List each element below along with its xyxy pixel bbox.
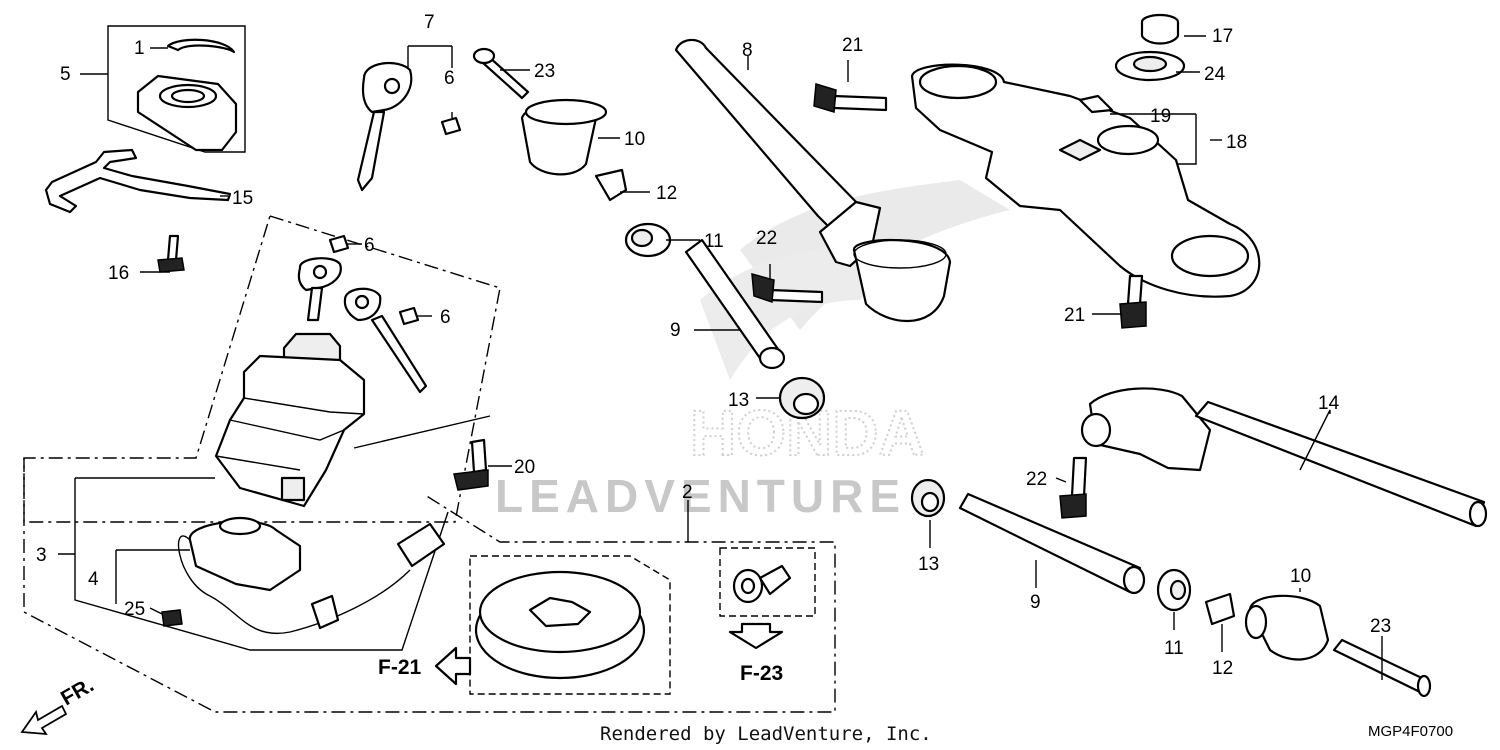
reference-f23: F-23 — [740, 662, 783, 685]
callout-23a: 23 — [534, 61, 555, 82]
part-7-key — [356, 62, 413, 192]
front-label: FR. — [57, 673, 98, 710]
callouts: 1 5 15 16 7 6 6 6 23 10 12 11 8 22 9 13 … — [36, 12, 1391, 679]
callout-21a: 21 — [842, 35, 863, 56]
callout-25: 25 — [124, 599, 145, 620]
callout-12a: 12 — [656, 183, 677, 204]
part-9-pipe-bottom — [958, 492, 1146, 595]
part-20-bolt — [453, 438, 489, 491]
part-5-lock-housing — [136, 74, 238, 152]
callout-6a: 6 — [444, 68, 455, 89]
callout-9b: 9 — [1030, 592, 1041, 613]
callout-3: 3 — [36, 545, 47, 566]
part-9-pipe-top — [684, 238, 786, 370]
callout-6c: 6 — [440, 307, 451, 328]
part-21-bolt-lower — [1119, 274, 1147, 329]
group-bracket-5 — [107, 25, 246, 153]
callout-22b: 22 — [1026, 469, 1047, 490]
part-8-handlebar-left — [674, 38, 952, 323]
callout-21b: 21 — [1064, 305, 1085, 326]
part-12-clip-top — [594, 168, 628, 202]
callout-18: 18 — [1226, 132, 1247, 153]
callout-4: 4 — [88, 569, 99, 590]
part-22-bolt-right — [1059, 456, 1088, 519]
part-13-gear-bottom — [910, 478, 946, 518]
part-10-bar-end-top — [520, 98, 608, 176]
callout-10a: 10 — [624, 129, 645, 150]
callout-9a: 9 — [670, 320, 681, 341]
watermark-brand: LEADVENTURE — [495, 470, 906, 522]
diagram-code: MGP4F0700 — [1368, 723, 1453, 740]
callout-20: 20 — [514, 457, 535, 478]
part-21-bolt-upper — [813, 83, 888, 113]
leader-lines — [58, 35, 1383, 680]
part-16-bolt — [157, 234, 185, 273]
callout-23b: 23 — [1370, 616, 1391, 637]
front-direction-indicator: FR. — [20, 673, 98, 736]
ignition-switch-assembly — [214, 257, 428, 508]
callout-1: 1 — [134, 38, 145, 59]
callout-22a: 22 — [756, 228, 777, 249]
part-4-sensor-harness — [177, 516, 446, 635]
part-13-gear-top — [778, 376, 826, 420]
part-6-tag-b — [328, 234, 350, 254]
part-6-tag-a — [440, 116, 462, 136]
footer-credit: Rendered by LeadVenture, Inc. — [600, 723, 932, 745]
f21-arrow-icon — [434, 646, 472, 686]
callout-5: 5 — [60, 64, 71, 85]
callout-11b: 11 — [1164, 638, 1184, 659]
part-25-screw — [161, 609, 183, 627]
key-cylinder-frame — [719, 547, 816, 617]
callout-11a: 11 — [704, 231, 724, 252]
callout-6b: 6 — [364, 235, 375, 256]
part-10-bar-end-bottom — [1244, 594, 1330, 661]
callout-13b: 13 — [918, 554, 939, 575]
callout-2: 2 — [682, 482, 693, 503]
callout-14: 14 — [1318, 393, 1340, 414]
part-12-clip-bottom — [1204, 592, 1236, 626]
group-frame-3 — [23, 458, 836, 713]
callout-17: 17 — [1212, 26, 1233, 47]
honda-watermark: HONDA LEADVENTURE — [495, 180, 1010, 522]
front-arrow-icon — [20, 704, 68, 736]
fuel-cap — [474, 570, 646, 680]
part-18-top-bridge — [910, 63, 1261, 298]
callout-13a: 13 — [728, 390, 749, 411]
key-cylinder-part — [732, 564, 792, 604]
part-6-tag-c — [398, 306, 420, 326]
callout-12b: 12 — [1212, 658, 1233, 679]
part-14-handlebar-right — [1080, 387, 1488, 528]
callout-10b: 10 — [1290, 566, 1311, 587]
callout-15: 15 — [232, 188, 253, 209]
callout-8: 8 — [742, 40, 753, 61]
part-23-bolt-bottom — [1332, 638, 1432, 698]
part-15-bracket — [44, 148, 232, 214]
callout-24: 24 — [1204, 64, 1226, 85]
part-24-nut — [1114, 50, 1186, 82]
part-23-bolt-top — [472, 47, 530, 100]
reference-f21: F-21 — [378, 656, 422, 679]
part-11-rubber-top — [624, 222, 672, 258]
part-1-clip — [166, 38, 236, 54]
part-19-label — [1078, 94, 1114, 114]
f23-arrow-icon — [728, 622, 784, 650]
part-17-cap — [1140, 13, 1180, 45]
part-22-bolt-left — [751, 272, 824, 304]
part-11-rubber-bottom — [1156, 568, 1192, 612]
callout-7: 7 — [424, 12, 435, 33]
callout-16: 16 — [108, 263, 129, 284]
subgroup-frame-4 — [74, 477, 449, 651]
callout-19: 19 — [1150, 106, 1171, 127]
